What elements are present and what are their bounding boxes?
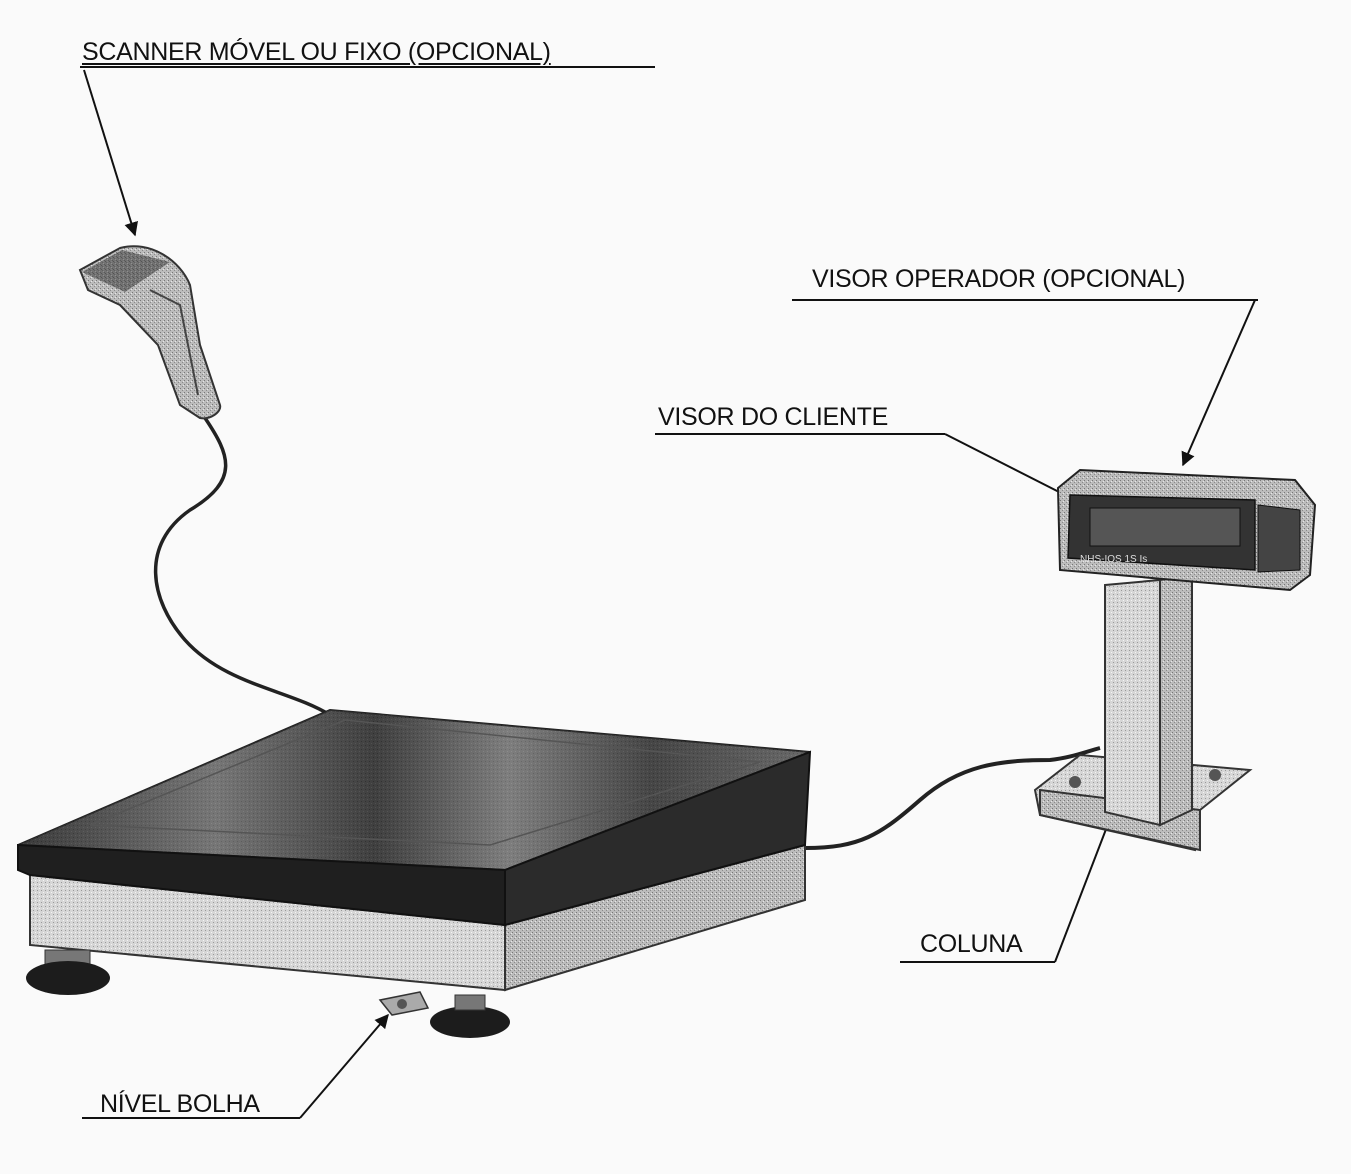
- scanner-label: SCANNER MÓVEL OU FIXO (OPCIONAL): [82, 38, 551, 66]
- display-head: NHS-IOS 1S Is: [1056, 468, 1317, 592]
- leader-lines: [80, 66, 1258, 1119]
- nivel-bolha-label: NÍVEL BOLHA: [100, 1090, 260, 1118]
- visor-operador-label: VISOR OPERADOR (OPCIONAL): [812, 265, 1186, 293]
- scale-base: [17, 708, 812, 1038]
- display-cable: [804, 746, 1101, 850]
- coluna-label: COLUNA: [920, 930, 1023, 958]
- barcode-scanner: [78, 245, 222, 420]
- svg-text:NHS-IOS 1S Is: NHS-IOS 1S Is: [1080, 554, 1147, 565]
- scanner-cable: [153, 417, 331, 717]
- visor-cliente-label: VISOR DO CLIENTE: [658, 403, 888, 431]
- display-column: [1033, 573, 1253, 852]
